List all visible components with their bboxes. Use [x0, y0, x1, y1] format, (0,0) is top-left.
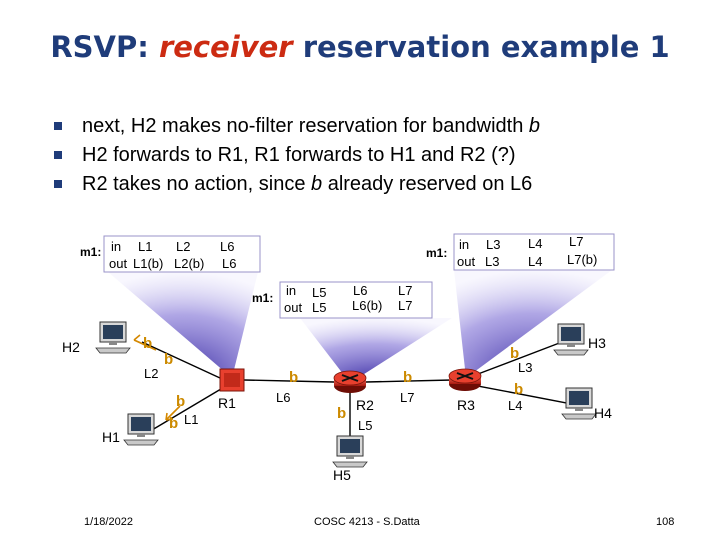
state-table-r2-msg: m1:: [252, 291, 273, 305]
link-l2: [141, 341, 221, 379]
svg-text:out: out: [284, 300, 302, 315]
svg-text:L5: L5: [312, 300, 326, 315]
router-r2-icon: [333, 370, 367, 394]
label-h4: H4: [594, 405, 612, 421]
reservation-arrow: [165, 405, 181, 421]
title-highlight: receiver: [158, 30, 293, 64]
bullet-square-icon: [54, 122, 62, 130]
r3-state-cone: [454, 270, 612, 378]
label-r2: R2: [356, 397, 374, 413]
svg-text:L5: L5: [312, 285, 326, 300]
label-l3: L3: [518, 360, 532, 375]
label-l6: L6: [276, 390, 290, 405]
label-l2: L2: [144, 366, 158, 381]
bullet-item: H2 forwards to R1, R1 forwards to H1 and…: [52, 141, 540, 170]
state-table-r3: m1: in L3 L4 L7 out L3 L4 L7(b): [426, 233, 615, 271]
svg-text:L3: L3: [485, 254, 499, 269]
bullet-item: R2 takes no action, since b already rese…: [52, 170, 540, 199]
bandwidth-marker: b: [337, 405, 346, 422]
label-h2: H2: [62, 339, 80, 355]
svg-text:L1(b): L1(b): [133, 256, 163, 271]
state-table-r1: m1: in L1 L2 L6 out L1(b) L2(b) L6: [80, 235, 261, 273]
host-h4-icon: [561, 387, 597, 420]
bandwidth-marker: b: [169, 415, 178, 432]
label-h5: H5: [333, 467, 351, 483]
host-h3-icon: [553, 323, 589, 356]
svg-text:L4: L4: [528, 254, 542, 269]
bandwidth-marker: b: [514, 381, 523, 398]
svg-text:L7(b): L7(b): [567, 252, 597, 267]
bullet-square-icon: [54, 180, 62, 188]
svg-text:in: in: [286, 283, 296, 298]
bandwidth-marker: b: [164, 351, 173, 368]
slide-title: RSVP: receiver reservation example 1: [0, 30, 720, 64]
label-h3: H3: [588, 335, 606, 351]
link-l7: [365, 379, 453, 383]
footer-page-number: 108: [656, 516, 675, 528]
link-l1: [151, 385, 227, 431]
svg-text:L7: L7: [398, 283, 412, 298]
svg-text:out: out: [109, 256, 127, 271]
host-h2-icon: [95, 321, 131, 354]
title-prefix: RSVP:: [50, 30, 159, 64]
title-suffix: reservation example 1: [292, 30, 670, 64]
bandwidth-marker: b: [176, 393, 185, 410]
label-r1: R1: [218, 395, 236, 411]
svg-text:L6(b): L6(b): [352, 298, 382, 313]
reservation-arrow: [133, 334, 157, 351]
svg-text:L2: L2: [176, 239, 190, 254]
router-r3-icon: [448, 368, 482, 392]
bandwidth-marker: b: [403, 369, 412, 386]
host-h1-icon: [123, 413, 159, 446]
label-l7: L7: [400, 390, 414, 405]
state-table-r2: m1: in L5 L6 L7 out L5 L6(b) L7: [252, 281, 433, 319]
svg-text:L1: L1: [138, 239, 152, 254]
svg-text:L7: L7: [398, 298, 412, 313]
label-h1: H1: [102, 429, 120, 445]
label-l4: L4: [508, 398, 522, 413]
svg-text:L2(b): L2(b): [174, 256, 204, 271]
bullet-item: next, H2 makes no-filter reservation for…: [52, 112, 540, 141]
bandwidth-marker: b: [510, 345, 519, 362]
svg-text:L6: L6: [222, 256, 236, 271]
svg-text:in: in: [111, 239, 121, 254]
host-h5-icon: [332, 435, 368, 468]
bandwidth-marker: b: [289, 369, 298, 386]
link-l4: [477, 385, 573, 405]
state-table-r1-msg: m1:: [80, 245, 101, 259]
r1-state-cone: [108, 272, 258, 378]
svg-text:L6: L6: [220, 239, 234, 254]
bandwidth-marker: b: [143, 335, 152, 352]
svg-text:in: in: [459, 237, 469, 252]
svg-text:out: out: [457, 254, 475, 269]
r2-state-cone: [300, 318, 452, 383]
svg-text:L7: L7: [569, 234, 583, 249]
bullet-square-icon: [54, 151, 62, 159]
link-l6: [243, 379, 335, 383]
router-r1: [219, 368, 245, 392]
label-l1: L1: [184, 412, 198, 427]
footer-course: COSC 4213 - S.Datta: [314, 516, 420, 528]
link-l3: [477, 341, 563, 375]
bullet-list: next, H2 makes no-filter reservation for…: [52, 112, 540, 199]
label-r3: R3: [457, 397, 475, 413]
svg-text:L6: L6: [353, 283, 367, 298]
svg-text:L3: L3: [486, 237, 500, 252]
svg-text:L4: L4: [528, 236, 542, 251]
footer-date: 1/18/2022: [84, 516, 133, 528]
label-l5: L5: [358, 418, 372, 433]
state-table-r3-msg: m1:: [426, 246, 447, 260]
